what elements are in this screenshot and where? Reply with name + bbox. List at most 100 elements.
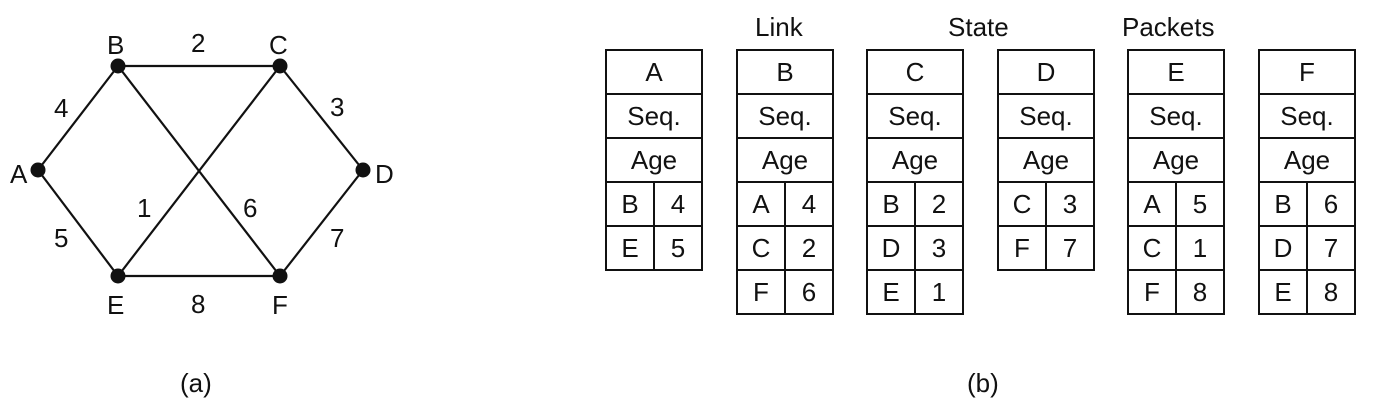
node-B	[110, 58, 126, 74]
neighbor-name: B	[605, 181, 655, 227]
packet-router: C	[866, 49, 964, 95]
node-label-C: C	[269, 30, 288, 60]
edge-AB	[37, 65, 119, 171]
node-E	[110, 268, 126, 284]
edge-AE	[37, 169, 119, 277]
packet-seq: Seq.	[866, 93, 964, 139]
edge-weight-BC: 2	[191, 28, 205, 58]
neighbor-distance: 8	[1306, 269, 1356, 315]
neighbor-distance: 4	[653, 181, 703, 227]
edge-weight-CE: 1	[137, 193, 151, 223]
node-F	[272, 268, 288, 284]
packet-age: Age	[736, 137, 834, 183]
neighbor-name: A	[736, 181, 786, 227]
packet-age: Age	[997, 137, 1095, 183]
neighbor-name: E	[1258, 269, 1308, 315]
neighbor-distance: 1	[1175, 225, 1225, 271]
edge-weight-EF: 8	[191, 289, 205, 319]
packet-router: B	[736, 49, 834, 95]
caption-b: (b)	[967, 368, 999, 398]
edge-BF	[117, 65, 281, 277]
neighbor-name: E	[866, 269, 916, 315]
node-label-D: D	[375, 159, 394, 189]
packet-age: Age	[866, 137, 964, 183]
edge-weight-CD: 3	[330, 92, 344, 122]
neighbor-name: B	[1258, 181, 1308, 227]
neighbor-distance: 3	[914, 225, 964, 271]
packet-router: D	[997, 49, 1095, 95]
neighbor-name: D	[1258, 225, 1308, 271]
neighbor-distance: 5	[1175, 181, 1225, 227]
caption-a: (a)	[180, 368, 212, 398]
neighbor-name: C	[1127, 225, 1177, 271]
edge-CD	[279, 65, 364, 171]
node-label-B: B	[107, 30, 124, 60]
node-D	[355, 162, 371, 178]
neighbor-name: C	[736, 225, 786, 271]
edge-weight-AB: 4	[54, 93, 68, 123]
neighbor-distance: 5	[653, 225, 703, 271]
edge-weight-BF: 6	[243, 193, 257, 223]
neighbor-name: C	[997, 181, 1047, 227]
packet-age: Age	[1127, 137, 1225, 183]
neighbor-distance: 6	[1306, 181, 1356, 227]
packet-seq: Seq.	[736, 93, 834, 139]
packet-age: Age	[1258, 137, 1356, 183]
packet-seq: Seq.	[605, 93, 703, 139]
neighbor-name: E	[605, 225, 655, 271]
packet-seq: Seq.	[1258, 93, 1356, 139]
packet-router: A	[605, 49, 703, 95]
edge-weight-DF: 7	[330, 223, 344, 253]
neighbor-distance: 7	[1306, 225, 1356, 271]
neighbor-distance: 7	[1045, 225, 1095, 271]
neighbor-name: F	[736, 269, 786, 315]
neighbor-distance: 6	[784, 269, 834, 315]
packet-seq: Seq.	[997, 93, 1095, 139]
packet-age: Age	[605, 137, 703, 183]
node-label-E: E	[107, 290, 124, 320]
neighbor-distance: 4	[784, 181, 834, 227]
header-state: State	[948, 12, 1009, 42]
packet-router: E	[1127, 49, 1225, 95]
header-link: Link	[755, 12, 803, 42]
neighbor-name: D	[866, 225, 916, 271]
neighbor-name: F	[997, 225, 1047, 271]
node-C	[272, 58, 288, 74]
neighbor-name: B	[866, 181, 916, 227]
packet-router: F	[1258, 49, 1356, 95]
header-packets: Packets	[1122, 12, 1215, 42]
node-A	[30, 162, 46, 178]
neighbor-distance: 2	[914, 181, 964, 227]
edge-DF	[279, 169, 364, 277]
neighbor-distance: 2	[784, 225, 834, 271]
neighbor-name: A	[1127, 181, 1177, 227]
edge-weight-AE: 5	[54, 223, 68, 253]
neighbor-name: F	[1127, 269, 1177, 315]
neighbor-distance: 3	[1045, 181, 1095, 227]
packet-seq: Seq.	[1127, 93, 1225, 139]
neighbor-distance: 1	[914, 269, 964, 315]
